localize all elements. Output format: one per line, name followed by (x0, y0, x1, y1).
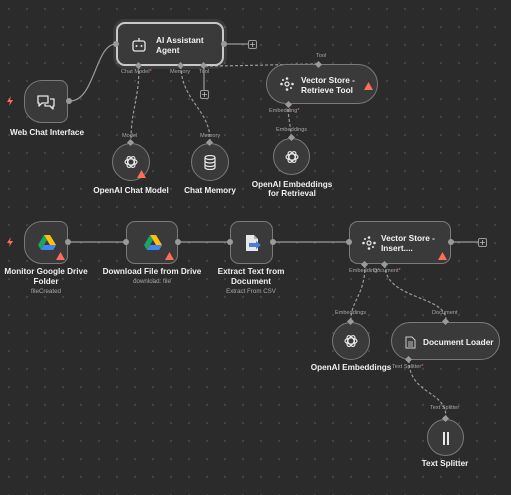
vector-insert-output-handle[interactable] (448, 239, 454, 245)
database-icon (202, 153, 218, 171)
warning-icon (364, 82, 373, 90)
document-icon (403, 334, 417, 350)
ai-agent-title-1: AI Assistant (156, 35, 204, 45)
ai-agent-title-2: Agent (156, 45, 180, 55)
edge-insert-docloader (384, 264, 447, 321)
openai-chat-model-node[interactable] (112, 143, 150, 181)
monitor-drive-subtitle: fileCreated (31, 288, 61, 295)
openai-embeddings-title: OpenAI Embeddings (310, 363, 392, 372)
edge-insert-embeddings (350, 264, 366, 321)
chat-model-port-label: Chat Model* (121, 69, 152, 75)
vector-insert-embedding-label: Embedding* (349, 268, 380, 274)
ai-agent-input-handle[interactable] (113, 41, 119, 47)
document-loader-node[interactable]: Document Loader (391, 322, 500, 360)
openai-embeddings-input-label: Embeddings (335, 310, 367, 316)
google-drive-icon (143, 234, 163, 252)
openai-chat-input-label: Model (122, 133, 138, 139)
monitor-drive-title-2: Folder (33, 277, 59, 286)
chat-memory-input-label: Memory (200, 133, 221, 139)
ai-agent-add-next-button[interactable]: + (248, 40, 257, 49)
warning-icon (56, 252, 65, 260)
vector-store-icon (279, 76, 295, 92)
chat-memory-title: Chat Memory (184, 186, 236, 195)
extract-text-subtitle: Extract From CSV (226, 288, 276, 295)
text-splitter-title: Text Splitter (421, 459, 469, 468)
google-drive-icon (37, 234, 57, 252)
web-chat-node[interactable] (24, 80, 68, 123)
openai-embeddings-node[interactable] (332, 322, 370, 360)
openai-chat-title: OpenAI Chat Model (93, 186, 169, 195)
vector-insert-document-label: Document* (373, 268, 401, 274)
edge-model-openai (130, 65, 140, 141)
robot-icon (130, 36, 148, 54)
warning-icon (165, 252, 174, 260)
openai-icon (122, 153, 140, 171)
extract-text-node[interactable] (230, 221, 273, 264)
embed-retrieval-title-2: for Retrieval (268, 189, 316, 198)
document-loader-input-label: Document (432, 310, 458, 316)
download-file-input-handle[interactable] (123, 239, 129, 245)
edge-tool-vector (204, 63, 317, 67)
download-file-output-handle[interactable] (175, 239, 181, 245)
extract-text-title-2: Document (230, 277, 272, 286)
vector-retrieve-title-1: Vector Store - (301, 75, 355, 85)
document-loader-text-splitter-label: Text Splitter* (392, 364, 424, 370)
vector-retrieve-embedding-label: Embedding* (269, 108, 300, 114)
embed-retrieval-input-label: Embeddings (276, 127, 308, 133)
edge-memory-chatmem (180, 65, 211, 141)
vector-insert-node[interactable]: Vector Store - Insert.... (349, 221, 451, 264)
vector-insert-input-handle[interactable] (346, 239, 352, 245)
trigger-bolt-icon (7, 96, 13, 106)
chat-memory-node[interactable] (191, 143, 229, 181)
trigger-bolt-icon (7, 237, 13, 247)
edge-webchat-agent (69, 43, 117, 102)
vector-insert-title-1: Vector Store - (381, 233, 435, 243)
download-file-title: Download File from Drive (102, 267, 202, 276)
download-file-subtitle: download: file (133, 278, 171, 285)
extract-text-input-handle[interactable] (227, 239, 233, 245)
chat-bubbles-icon (36, 92, 56, 112)
warning-icon (438, 252, 447, 260)
add-tool-button[interactable]: + (200, 90, 209, 99)
vector-retrieve-node[interactable]: Vector Store - Retrieve Tool (266, 64, 378, 104)
openai-embeddings-retrieval-node[interactable] (273, 138, 310, 175)
vector-insert-add-next-button[interactable]: + (478, 238, 487, 247)
monitor-drive-output-handle[interactable] (65, 239, 71, 245)
vector-retrieve-title-2: Retrieve Tool (301, 85, 353, 95)
document-loader-title: Document Loader (423, 337, 494, 347)
web-chat-title: Web Chat Interface (9, 128, 84, 137)
download-file-node[interactable] (126, 221, 178, 264)
extract-document-icon (243, 233, 263, 253)
warning-icon (137, 170, 146, 178)
monitor-drive-title-1: Monitor Google Drive (4, 267, 88, 276)
vector-retrieve-input-label: Tool (316, 53, 327, 59)
vector-insert-title-2: Insert.... (381, 243, 413, 253)
tool-port-label: Tool (199, 69, 210, 75)
text-splitter-input-label: Text Splitter (430, 405, 460, 411)
ai-agent-node[interactable]: AI Assistant Agent (116, 22, 224, 66)
openai-icon (283, 148, 301, 166)
embed-retrieval-title-1: OpenAI Embeddings (251, 180, 333, 189)
ai-agent-output-handle[interactable] (221, 41, 227, 47)
openai-icon (342, 332, 360, 350)
vector-store-icon (361, 235, 377, 251)
memory-port-label: Memory (170, 69, 191, 75)
web-chat-output-handle[interactable] (66, 98, 72, 104)
text-splitter-node[interactable] (427, 419, 464, 456)
extract-text-output-handle[interactable] (270, 239, 276, 245)
monitor-drive-node[interactable] (24, 221, 68, 264)
split-bars-icon (439, 430, 453, 446)
extract-text-title-1: Extract Text from (217, 267, 285, 276)
